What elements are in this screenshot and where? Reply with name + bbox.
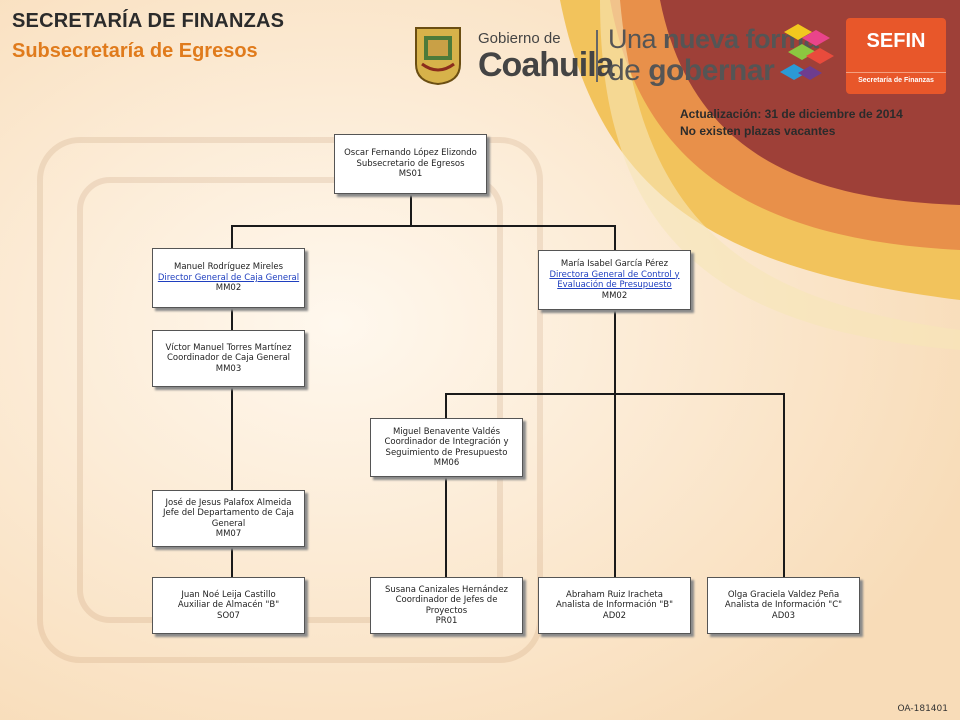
position-code: MM02 bbox=[215, 283, 242, 294]
position-title: General bbox=[211, 518, 246, 529]
position-code: MM02 bbox=[601, 290, 628, 301]
position-title: Jefe del Departamento de Caja bbox=[163, 508, 294, 518]
sefin-logo-subtitle: Secretaría de Finanzas bbox=[846, 72, 946, 84]
person-name: Oscar Fernando López Elizondo bbox=[344, 148, 477, 159]
slogan-line-2: de gobernar bbox=[608, 54, 775, 87]
org-box-analista-b[interactable]: Abraham Ruiz Iracheta Analista de Inform… bbox=[538, 577, 691, 634]
position-title: Seguimiento de Presupuesto bbox=[385, 447, 508, 458]
update-note: Actualización: 31 de diciembre de 2014 N… bbox=[680, 106, 903, 140]
position-title: Analista de Información "B" bbox=[555, 600, 674, 611]
org-box-subsecretario[interactable]: Oscar Fernando López Elizondo Subsecreta… bbox=[334, 134, 487, 194]
org-box-analista-c[interactable]: Olga Graciela Valdez Peña Analista de In… bbox=[707, 577, 860, 634]
page-subtitle: Subsecretaría de Egresos bbox=[12, 40, 258, 62]
position-title: Coordinador de Jefes de Proyectos bbox=[395, 595, 498, 616]
position-code: AD02 bbox=[602, 610, 627, 621]
position-code: AD03 bbox=[771, 610, 796, 621]
position-title: Subsecretario de Egresos bbox=[356, 158, 465, 169]
org-box-director-caja[interactable]: Manuel Rodríguez Mireles Director Genera… bbox=[152, 248, 305, 308]
connector bbox=[445, 393, 785, 395]
person-name: José de Jesus Palafox Almeida bbox=[165, 497, 292, 508]
org-box-coordinador-integracion[interactable]: Miguel Benavente Valdés Coordinador de I… bbox=[370, 418, 523, 477]
position-code: SO07 bbox=[217, 610, 240, 621]
sefin-logo: SEFIN Secretaría de Finanzas bbox=[846, 18, 946, 94]
person-name: Manuel Rodríguez Mireles bbox=[173, 262, 283, 273]
gobierno-label: Gobierno de bbox=[478, 30, 561, 47]
connector bbox=[231, 308, 233, 332]
coat-of-arms-icon bbox=[415, 27, 461, 86]
colored-cubes-icon bbox=[780, 24, 834, 80]
connector bbox=[445, 393, 447, 420]
position-title-link[interactable]: Evaluación de Presupuesto bbox=[557, 280, 672, 290]
org-box-coordinador-proyectos[interactable]: Susana Canizales Hernández Coordinador d… bbox=[370, 577, 523, 634]
person-name: Miguel Benavente Valdés bbox=[392, 426, 501, 437]
connector bbox=[445, 477, 447, 578]
connector bbox=[231, 225, 616, 227]
sefin-logo-title: SEFIN bbox=[866, 30, 926, 52]
document-code: OA-181401 bbox=[897, 704, 949, 714]
logo-divider bbox=[596, 30, 598, 82]
connector bbox=[231, 387, 233, 491]
position-title-link[interactable]: Director General de Caja General bbox=[157, 272, 300, 283]
person-name: Víctor Manuel Torres Martínez bbox=[165, 342, 292, 353]
position-title-link[interactable]: Directora General de Control y bbox=[549, 269, 680, 280]
position-code: PR01 bbox=[435, 616, 458, 626]
org-box-directora-control[interactable]: María Isabel García Pérez Directora Gene… bbox=[538, 250, 691, 310]
slogan-line-1: Una nueva forma bbox=[608, 24, 819, 54]
update-date: Actualización: 31 de diciembre de 2014 bbox=[680, 107, 903, 121]
person-name: Susana Canizales Hernández bbox=[384, 584, 509, 595]
position-code: MS01 bbox=[398, 169, 423, 180]
position-code: MM06 bbox=[433, 458, 460, 468]
connector bbox=[614, 225, 616, 252]
connector bbox=[231, 225, 233, 250]
coahuila-label: Coahuila bbox=[478, 46, 615, 84]
connector bbox=[410, 195, 412, 227]
position-title: Auxiliar de Almacén "B" bbox=[177, 600, 280, 611]
person-name: María Isabel García Pérez bbox=[560, 259, 669, 269]
org-box-auxiliar-almacen[interactable]: Juan Noé Leija Castillo Auxiliar de Alma… bbox=[152, 577, 305, 634]
person-name: Olga Graciela Valdez Peña bbox=[727, 589, 840, 600]
org-box-jefe-caja[interactable]: José de Jesus Palafox Almeida Jefe del D… bbox=[152, 490, 305, 547]
position-title: Coordinador de Caja General bbox=[166, 353, 291, 364]
person-name: Juan Noé Leija Castillo bbox=[181, 589, 276, 600]
vacancy-note: No existen plazas vacantes bbox=[680, 124, 836, 138]
position-title: Coordinador de Integración y bbox=[384, 437, 509, 447]
connector bbox=[231, 547, 233, 578]
connector bbox=[783, 393, 785, 578]
connector bbox=[614, 310, 616, 578]
page-title: SECRETARÍA DE FINANZAS bbox=[12, 10, 285, 32]
position-code: MM07 bbox=[215, 529, 242, 539]
position-code: MM03 bbox=[215, 363, 242, 374]
position-title: Analista de Información "C" bbox=[724, 600, 843, 611]
person-name: Abraham Ruiz Iracheta bbox=[566, 589, 663, 600]
org-box-coordinador-caja[interactable]: Víctor Manuel Torres Martínez Coordinado… bbox=[152, 330, 305, 387]
